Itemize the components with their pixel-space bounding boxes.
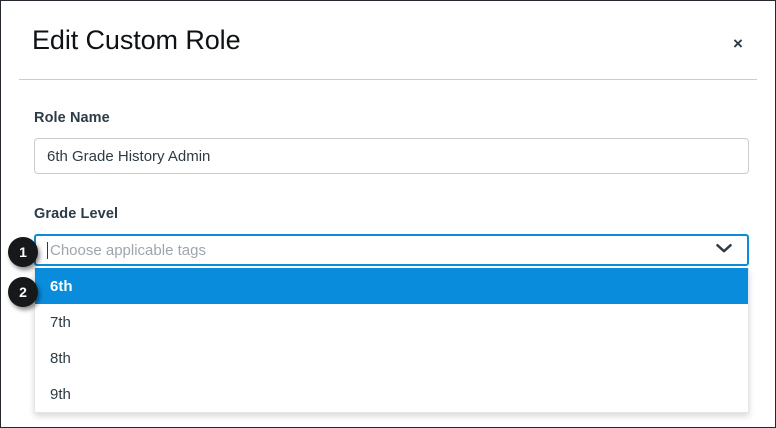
annotation-badge-1: 1 <box>8 237 38 267</box>
annotation-badge-2: 2 <box>8 277 38 307</box>
text-caret <box>47 241 48 259</box>
role-name-label: Role Name <box>34 110 110 126</box>
page-title: Edit Custom Role <box>32 25 241 55</box>
close-button[interactable]: × <box>724 29 752 57</box>
list-item[interactable]: 6th <box>35 268 748 304</box>
grade-level-label: Grade Level <box>34 206 119 222</box>
role-name-input[interactable] <box>34 138 749 174</box>
grade-level-placeholder: Choose applicable tags <box>50 242 206 258</box>
list-item[interactable]: 9th <box>50 385 71 403</box>
list-item[interactable]: 7th <box>50 313 71 331</box>
list-item[interactable]: 8th <box>50 349 71 367</box>
grade-level-dropdown-list[interactable]: 6th 7th 8th 9th <box>34 268 749 413</box>
close-icon: × <box>733 33 743 53</box>
grade-level-combobox[interactable]: Choose applicable tags <box>34 234 749 266</box>
chevron-down-icon[interactable] <box>715 241 733 259</box>
header-divider <box>19 79 757 80</box>
modal-header: Edit Custom Role × <box>1 1 775 79</box>
